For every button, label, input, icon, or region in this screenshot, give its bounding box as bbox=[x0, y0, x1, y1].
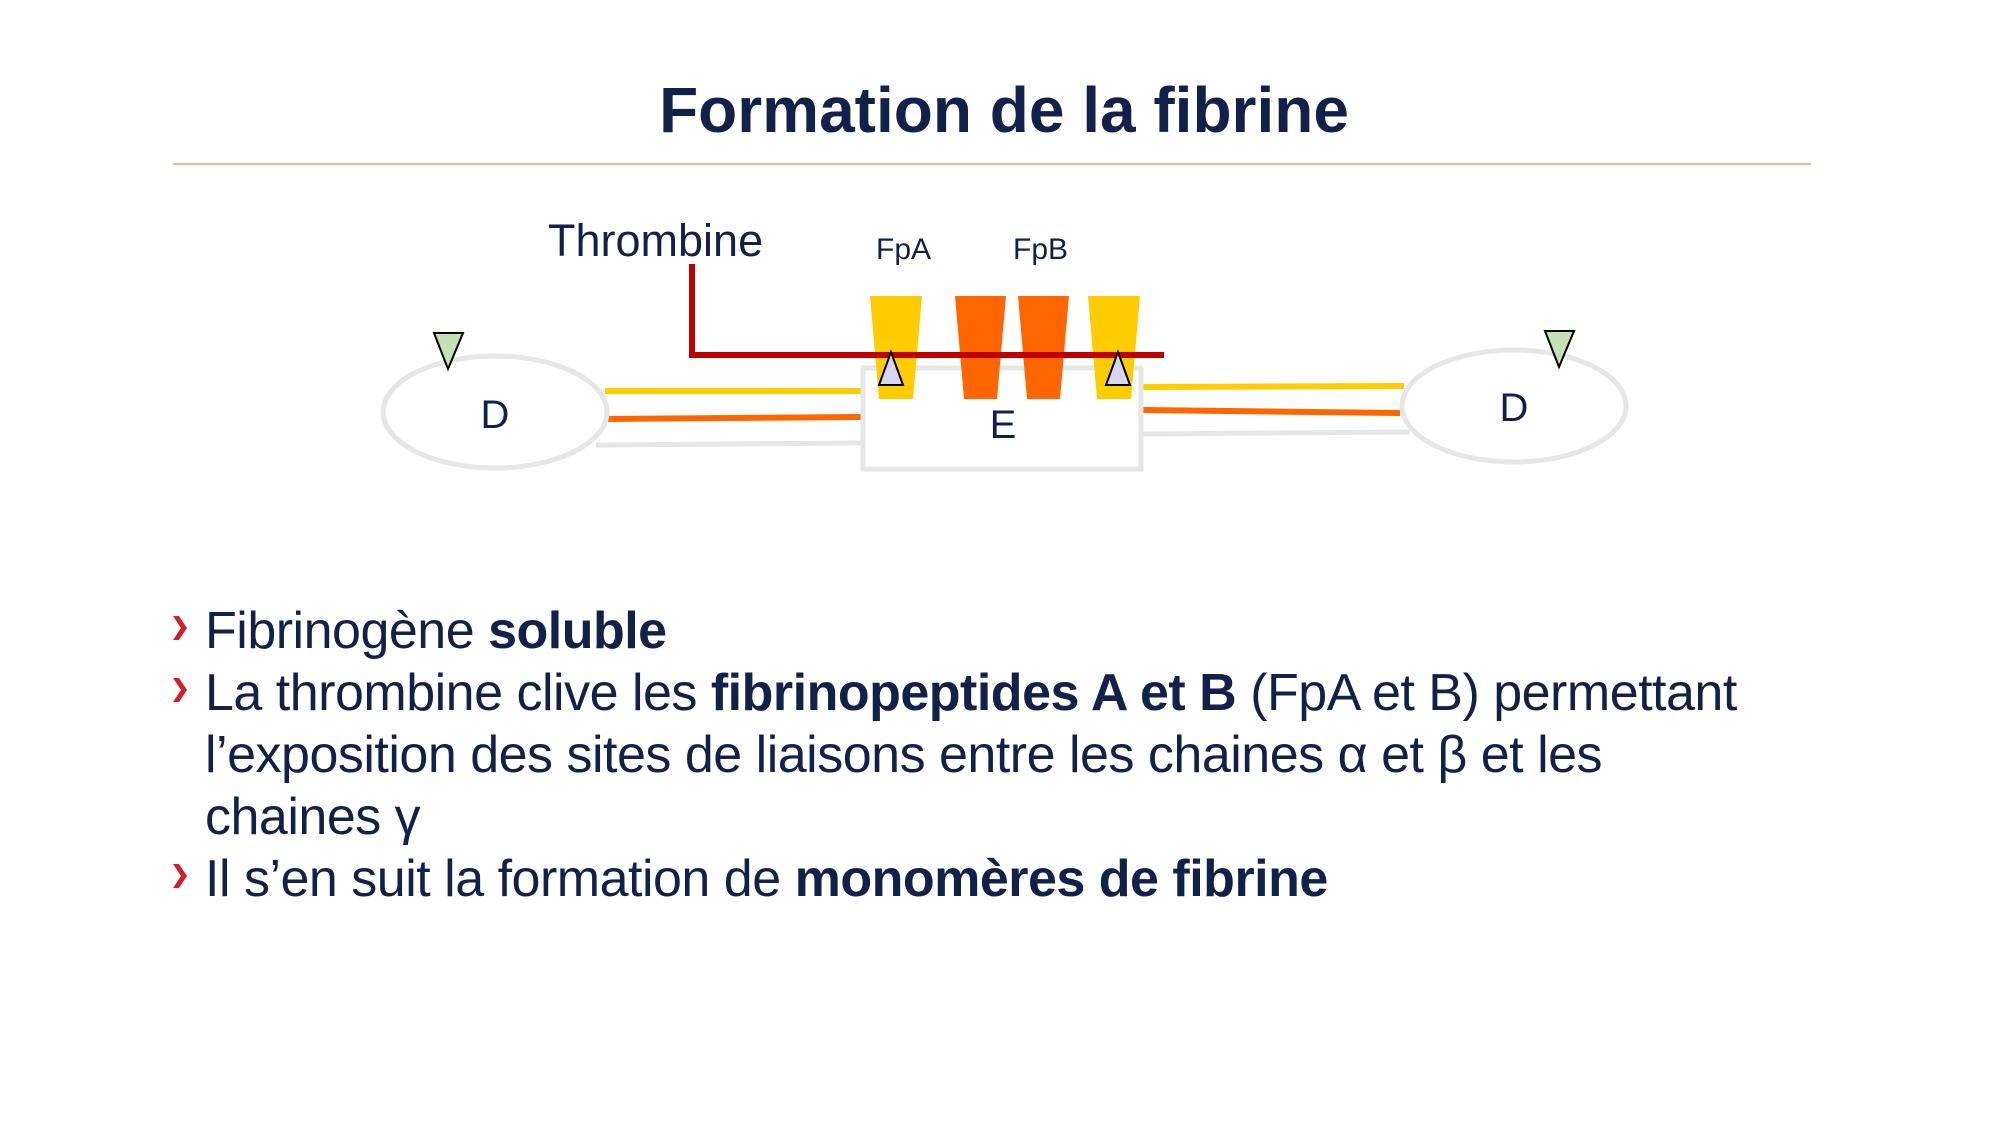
left-d-domain bbox=[380, 353, 610, 471]
slide-title: Formation de la fibrine bbox=[659, 74, 1349, 146]
fibrinopeptide-b-left bbox=[955, 296, 1006, 399]
thrombine-label: Thrombine bbox=[548, 215, 763, 266]
left-chains bbox=[595, 388, 864, 448]
bullet-item-3: Il s’en suit la formation de monomères d… bbox=[173, 848, 1329, 910]
bullet-item-1: Fibrinogène soluble bbox=[173, 600, 667, 662]
right-chains bbox=[1140, 383, 1411, 437]
bullet-2-bold: fibrinopeptides A et B bbox=[710, 664, 1237, 722]
bullet-2-text: La thrombine clive les bbox=[205, 664, 711, 722]
e-label: E bbox=[990, 403, 1017, 447]
bullet-item-2: La thrombine clive les fibrinopeptides A… bbox=[173, 662, 1737, 724]
beta-chain-right bbox=[1140, 407, 1401, 416]
binding-site-triangle-d-right bbox=[1543, 330, 1576, 370]
bullet-3-bold: monomères de fibrine bbox=[794, 850, 1329, 908]
bullet-item-2-continuation-1: l’exposition des sites de liaisons entre… bbox=[205, 726, 1603, 784]
bullet-1-bold: soluble bbox=[488, 602, 667, 660]
title-divider bbox=[173, 163, 1811, 165]
chevron-bullet-icon bbox=[173, 616, 187, 640]
bullet-1-text: Fibrinogène bbox=[205, 602, 489, 660]
thrombine-cleavage-line bbox=[689, 264, 1164, 358]
fibrinopeptide-a-right bbox=[1088, 296, 1140, 399]
bullet-3-text: Il s’en suit la formation de bbox=[205, 850, 795, 908]
right-d-domain bbox=[1399, 347, 1629, 465]
chevron-bullet-icon bbox=[173, 678, 187, 702]
left-d-label: D bbox=[481, 393, 510, 437]
alpha-chain-right bbox=[1140, 383, 1405, 390]
binding-site-triangle-a-left bbox=[877, 349, 905, 386]
fpb-label: FpB bbox=[1013, 233, 1068, 266]
central-e-domain bbox=[860, 365, 1144, 472]
binding-site-triangle-d-left bbox=[432, 332, 465, 372]
bullet-item-2-continuation-2: chaines γ bbox=[205, 788, 421, 846]
beta-chain-left bbox=[607, 414, 864, 422]
binding-site-triangle-a-right bbox=[1104, 349, 1132, 386]
fibrinopeptide-b-right bbox=[1018, 296, 1069, 399]
gamma-chain-left bbox=[595, 440, 864, 448]
gamma-chain-right bbox=[1140, 429, 1411, 437]
bullet-2-text-end: (FpA et B) permettant bbox=[1236, 664, 1737, 722]
chevron-bullet-icon bbox=[173, 864, 187, 888]
right-d-label: D bbox=[1500, 386, 1529, 430]
fpa-label: FpA bbox=[876, 233, 931, 266]
fibrinogen-diagram: Thrombine FpA FpB D E D bbox=[380, 215, 1629, 472]
